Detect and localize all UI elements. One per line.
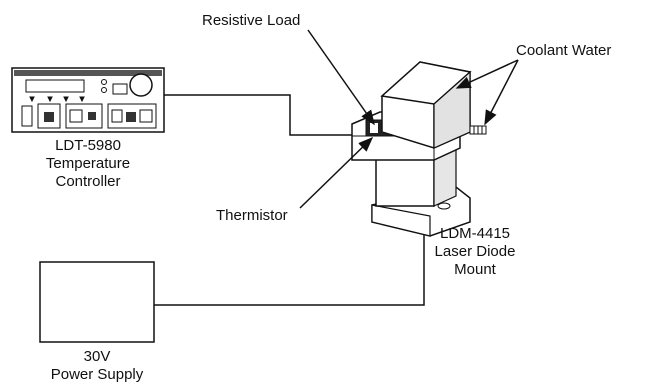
resistive-load-arrow [307, 29, 375, 126]
power-supply-box [39, 261, 155, 343]
mount-line2-label: Mount [454, 261, 496, 278]
controller-line2-label: Controller [55, 173, 121, 190]
temperature-controller-device [11, 67, 165, 133]
thermistor-label: Thermistor [216, 207, 288, 224]
power-supply-cable [154, 225, 425, 306]
power-supply-line1-label: 30V [83, 348, 111, 365]
power-supply-line2-label: Power Supply [50, 366, 144, 383]
coolant-water-arrow-top [455, 59, 519, 89]
controller-cable [164, 94, 352, 136]
laser-diode-mount-device [351, 61, 487, 237]
coolant-water-arrow-side [484, 59, 519, 126]
mount-model-label: LDM-4415 [439, 225, 511, 242]
thermistor-arrow [299, 136, 374, 209]
coolant-water-label: Coolant Water [516, 42, 612, 59]
cables [154, 94, 425, 306]
mount-line1-label: Laser Diode [434, 243, 516, 260]
controller-line1-label: Temperature [45, 155, 131, 172]
controller-model-label: LDT-5980 [55, 137, 121, 154]
resistive-load-label: Resistive Load [202, 12, 301, 29]
